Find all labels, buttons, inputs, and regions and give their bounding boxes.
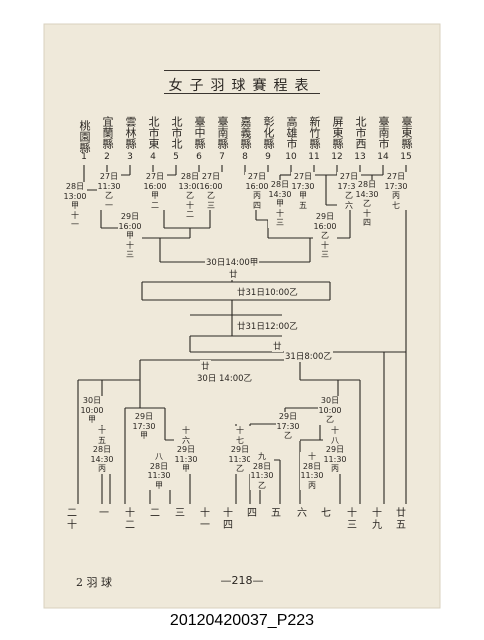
team-number: 2 (104, 152, 110, 162)
final-place-label: 十 一 (200, 508, 210, 531)
final-place-label: 十 九 (372, 508, 382, 531)
team-name: 彰化縣 (262, 116, 275, 149)
team-number: 4 (150, 152, 156, 162)
lower-match-label: 十 六 29日 11:30 甲 (174, 426, 198, 474)
team-name: 臺南縣 (216, 116, 229, 149)
final-30-label: 30日14:00甲 (205, 256, 260, 268)
final-place-label: 二 十 (67, 508, 77, 531)
final-place-label: 五 (271, 508, 281, 519)
final-place-label: 廿 五 (396, 508, 406, 531)
team-number: 3 (127, 152, 133, 162)
team-name: 桃園縣 (78, 120, 91, 153)
team-name: 高雄市 (285, 116, 298, 149)
upper-match-label: 27日 17:30 丙 七 (384, 172, 408, 210)
final-place-label: 七 (321, 508, 331, 519)
final-30-code: 廿 (228, 268, 239, 280)
team-number: 6 (196, 152, 202, 162)
round-31-800-label: 31日8:00乙 (284, 350, 333, 362)
upper-match-label: 28日 14:30 乙 十 四 (355, 180, 379, 228)
team-name: 臺東縣 (400, 116, 413, 149)
final-place-label: 三 (175, 508, 185, 519)
lower-match-label: 十 28日 11:30 丙 (300, 452, 324, 490)
final-place-label: 一 (99, 508, 109, 519)
image-caption: 20120420037_P223 (169, 612, 315, 629)
team-number: 14 (377, 152, 389, 162)
lower-match-label: 十 五 28日 14:30 丙 (90, 426, 114, 474)
lower-match-label: 八 28日 11:30 甲 (147, 452, 171, 490)
upper-match-label: 27日 16:00 丙 四 (245, 172, 269, 210)
lower-match-label: 30日 10:00 乙 (318, 396, 342, 425)
final-place-label: 六 (297, 508, 307, 519)
upper-match-label: 27日 11:30 乙 一 (97, 172, 121, 210)
lower-match-label: 30日 10:00 甲 (80, 396, 104, 425)
footer-page-number: —218— (220, 574, 264, 587)
upper-match-label: 28日 14:30 甲 十 三 (268, 180, 292, 228)
title-rule-bottom (164, 93, 320, 94)
lower-match-label: 29日 17:30 甲 (132, 412, 156, 441)
team-name: 北市西 (354, 116, 367, 149)
team-number: 1 (81, 152, 87, 162)
final-place-label: 十 三 (347, 508, 357, 531)
final-place-label: 十 二 (125, 508, 135, 531)
upper-match-label: 27日 16:00 乙 三 (199, 172, 223, 210)
final-place-label: 四 (247, 508, 257, 519)
team-name: 臺中縣 (193, 116, 206, 149)
team-name: 北市北 (170, 116, 183, 149)
team-name: 新竹縣 (308, 116, 321, 149)
lower-match-label: 十 七 29日 11:30 乙 (228, 426, 252, 474)
final-place-label: 二 (150, 508, 160, 519)
team-name: 雲林縣 (124, 116, 137, 149)
team-name: 臺南市 (377, 116, 390, 149)
team-number: 13 (354, 152, 366, 162)
round-31-1200-label: 廿31日12:00乙 (236, 320, 299, 332)
upper-match-label: 29日 16:00 乙 十 三 (313, 212, 337, 260)
final-place-label: 十 四 (223, 508, 233, 531)
team-name: 嘉義縣 (239, 116, 252, 149)
page-title: 女子羽球賽程表 (168, 78, 316, 94)
consolation-30-code: 廿 (200, 360, 211, 372)
upper-match-label: 28日 13:00 甲 十 一 (63, 182, 87, 230)
upper-match-label: 27日 16:00 甲 二 (143, 172, 167, 210)
team-number: 7 (219, 152, 225, 162)
round-31-1000-label: 廿31日10:00乙 (236, 286, 299, 298)
team-number: 5 (173, 152, 179, 162)
footer-section-label: 2 羽 球 (76, 576, 112, 589)
team-number: 10 (285, 152, 297, 162)
team-number: 11 (308, 152, 320, 162)
team-number: 9 (265, 152, 271, 162)
team-number: 12 (331, 152, 343, 162)
team-name: 北市東 (147, 116, 160, 149)
team-number: 8 (242, 152, 248, 162)
upper-match-label: 29日 16:00 甲 十 三 (118, 212, 142, 260)
consolation-30-label: 30日 14:00乙 (196, 372, 254, 384)
team-name: 宜蘭縣 (101, 116, 114, 149)
upper-match-label: 28日 13:00 乙 十 二 (178, 172, 202, 220)
upper-match-label: 27日 17:30 甲 五 (291, 172, 315, 210)
lower-match-label: 十 八 29日 11:30 丙 (323, 426, 347, 474)
title-rule-top (164, 70, 320, 71)
team-name: 屏東縣 (331, 116, 344, 149)
code-a-label: 廿 (272, 340, 283, 352)
lower-match-label: 29日 17:30 乙 (276, 412, 300, 441)
team-number: 15 (400, 152, 412, 162)
lower-match-label: 九 28日 11:30 乙 (250, 452, 274, 490)
